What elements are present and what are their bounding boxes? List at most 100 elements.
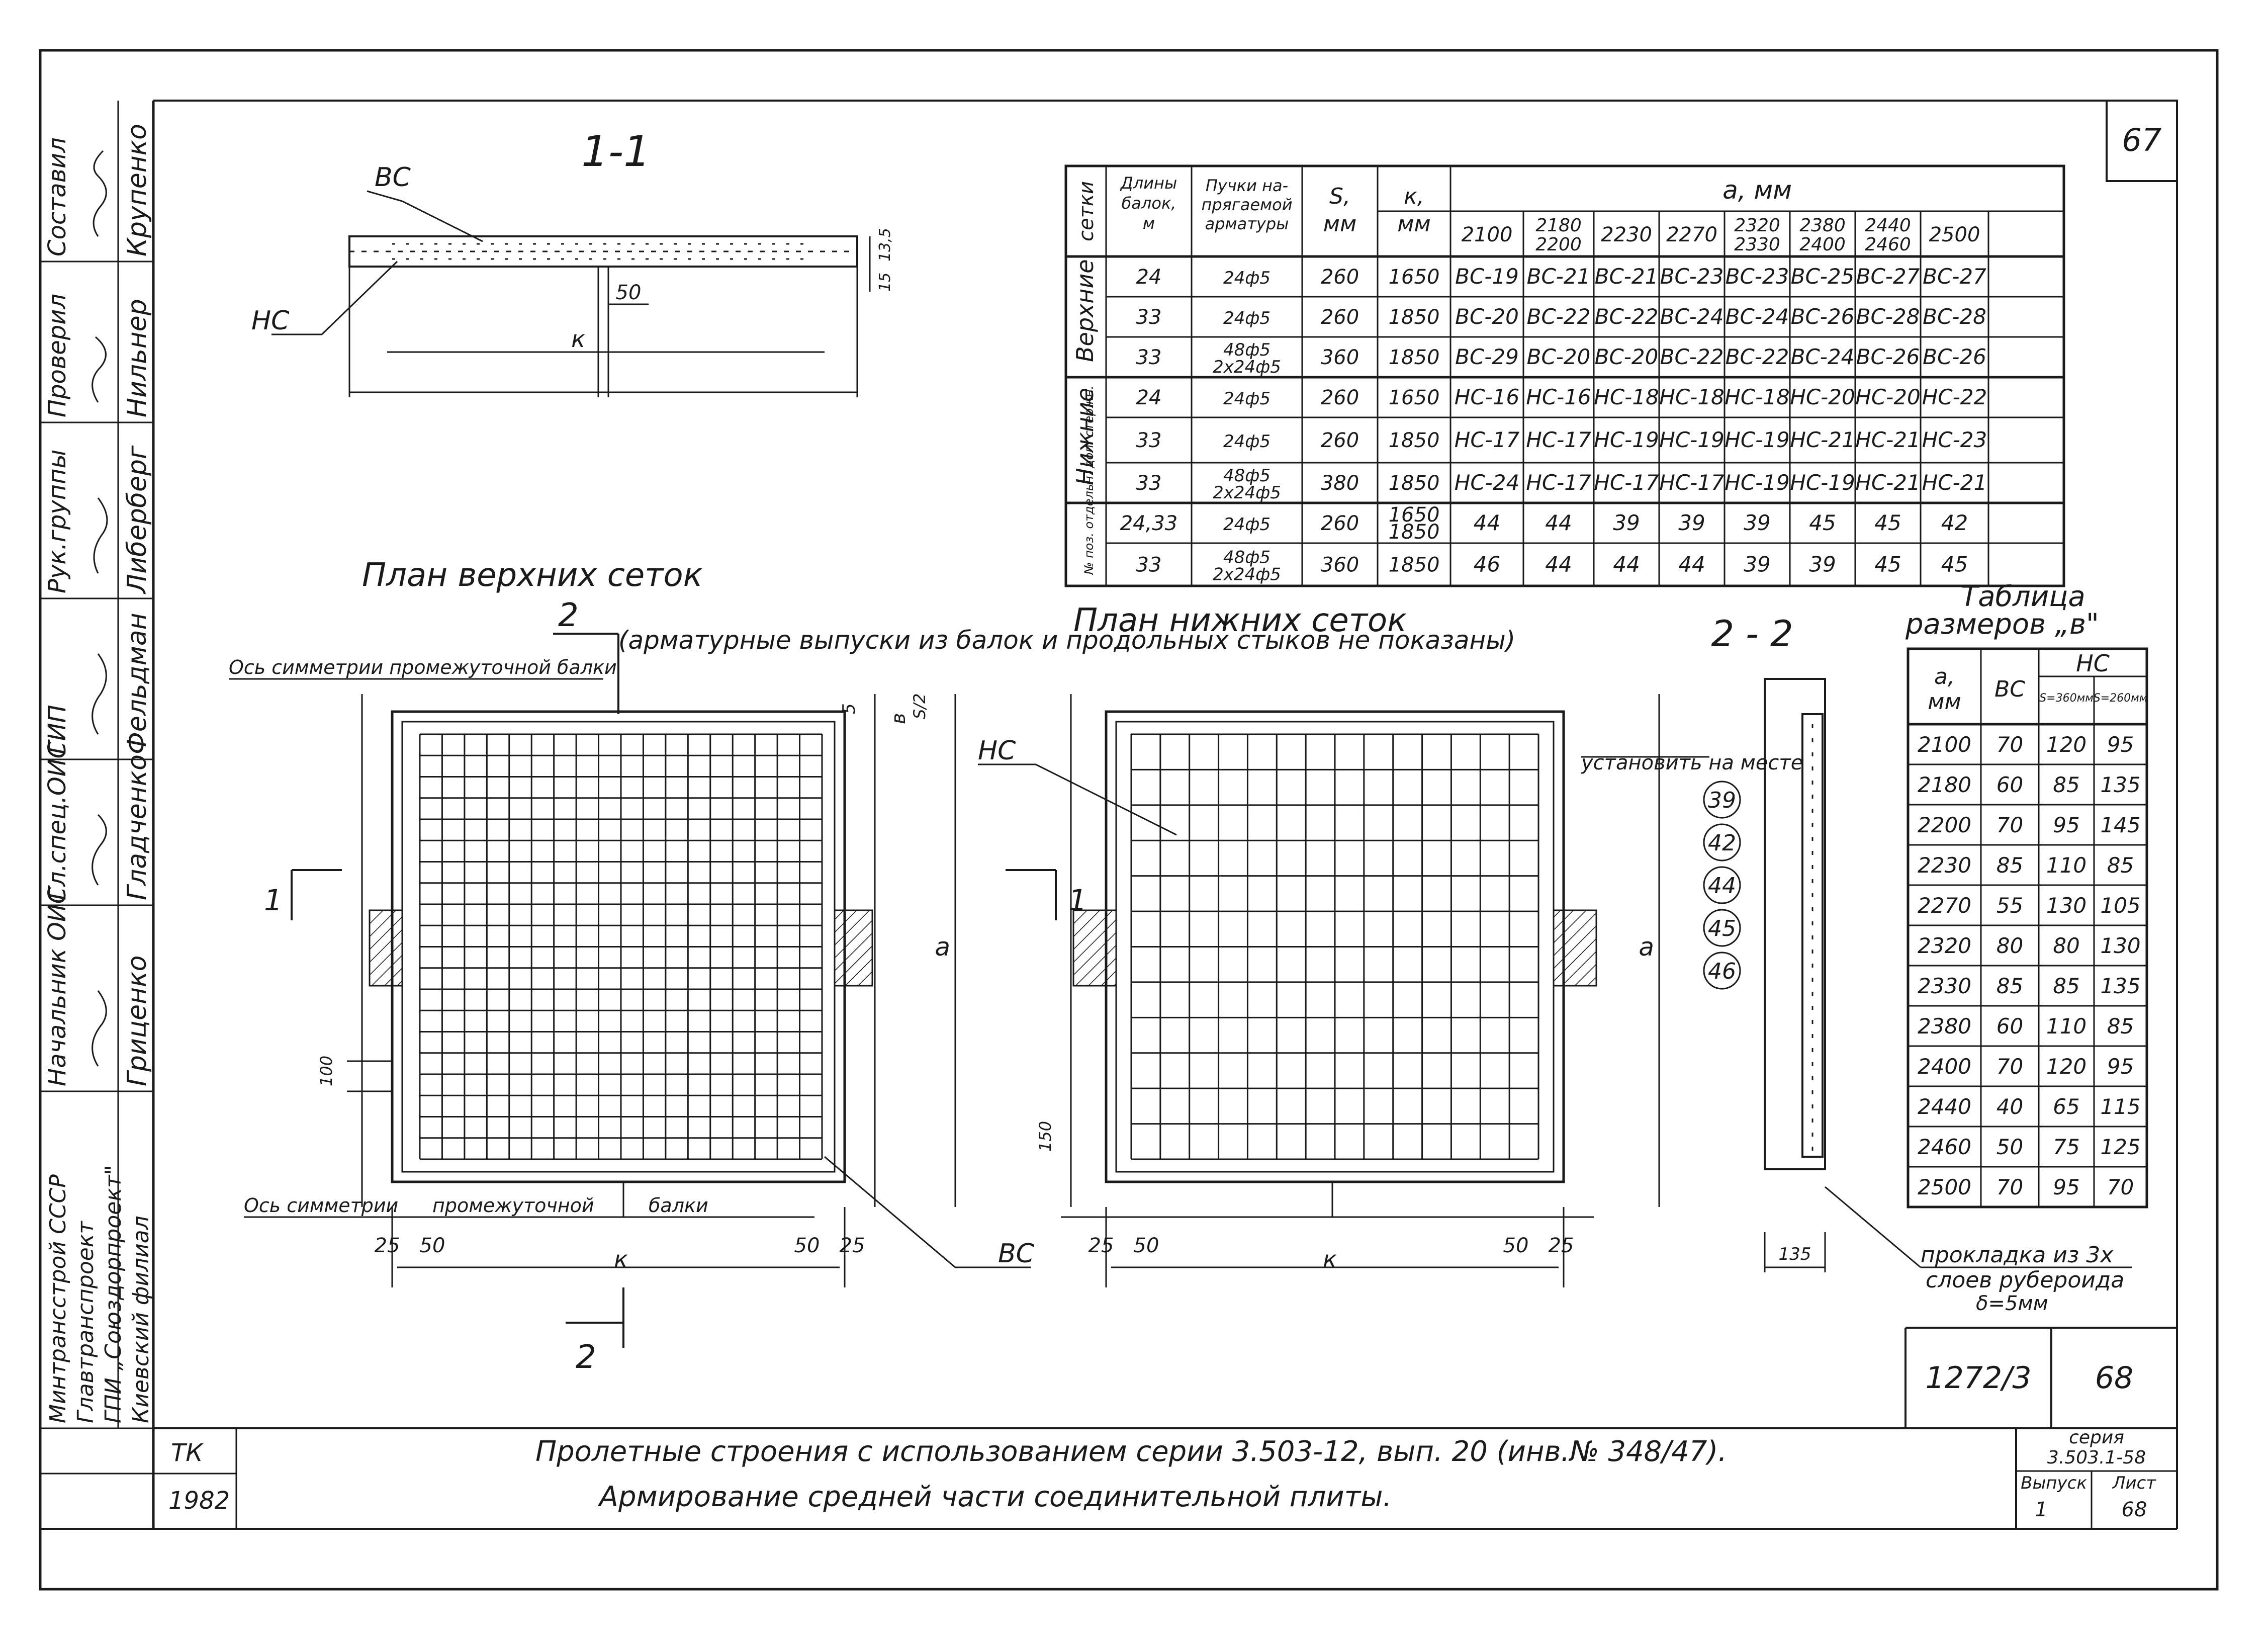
plan-upper-dim-s2: S/2 <box>910 694 929 719</box>
mt-cell: ВС-21 <box>1595 264 1659 289</box>
bt-cell: 2440 <box>1918 1094 1971 1119</box>
page-number-box <box>2106 100 2178 182</box>
bt-cell: 60 <box>1997 1014 2023 1039</box>
plan-upper-axis-bottom-3: балки <box>649 1194 708 1217</box>
mt-a-col: 2320 <box>1734 215 1780 236</box>
mt-cell: 44 <box>1678 552 1705 577</box>
plan-upper-bdim-50b: 50 <box>794 1234 820 1257</box>
bt-cell: 55 <box>1997 893 2023 918</box>
lower-hatch-right <box>1553 909 1597 987</box>
mt-cell: 24,33 <box>1120 512 1178 535</box>
mt-h-a: a, мм <box>1722 176 1792 205</box>
mt-cell: НС-20 <box>1790 385 1855 409</box>
stamp-name-6: Гриценко <box>122 956 152 1086</box>
mt-h-s: S, <box>1329 184 1350 209</box>
outer-frame <box>39 49 2219 1591</box>
mt-group-label: Нижние <box>1071 388 1099 485</box>
plan-upper-bdim-25b: 25 <box>840 1234 865 1257</box>
plan-upper-dim-a: a <box>935 932 950 962</box>
mt-cell: 42 <box>1941 510 1968 535</box>
b-table-title-1: Таблица <box>1961 580 2085 613</box>
b-table-title-2: размеров „в" <box>1905 608 2099 641</box>
bt-cell: 70 <box>1997 1054 2023 1079</box>
position-circle-label: 46 <box>1708 959 1736 984</box>
plan-lower-install-note: установить на месте <box>1581 751 1803 774</box>
plan-upper-dim-5: 5 <box>839 703 859 714</box>
stamp-role-3: Рук.группы <box>43 450 71 593</box>
plan-upper-bdim-50a: 50 <box>420 1234 445 1257</box>
mt-cell: 2х24ф5 <box>1213 565 1281 585</box>
mt-cell: ВС-29 <box>1455 344 1519 369</box>
mt-cell: НС-24 <box>1455 470 1520 495</box>
title-block: Пролетные строения с использованием сери… <box>535 1327 2177 1529</box>
mt-a-col: 2200 <box>1535 234 1582 255</box>
mt-cell: ВС-22 <box>1726 344 1789 369</box>
mt-cell: ВС-26 <box>1856 344 1920 369</box>
doc-number: 1272/3 <box>1925 1360 2031 1396</box>
stamp-name-1: Крупенко <box>122 124 152 256</box>
mt-h-bundles: прягаемой <box>1201 195 1292 214</box>
bt-cell: 65 <box>2053 1094 2079 1119</box>
position-circle-label: 45 <box>1708 916 1736 941</box>
bt-cell: 95 <box>2053 813 2079 837</box>
mt-cell: 380 <box>1321 472 1359 495</box>
position-circle-label: 42 <box>1708 830 1736 856</box>
vyp-label: Выпуск <box>2021 1473 2087 1493</box>
bt-cell: 80 <box>2053 933 2079 958</box>
bt-cell: 115 <box>2100 1094 2140 1119</box>
mt-cell: НС-17 <box>1594 470 1659 495</box>
page-number-top: 67 <box>2122 122 2162 158</box>
mt-cell: 48ф5 <box>1223 466 1271 486</box>
mt-cell: 2х24ф5 <box>1213 483 1281 503</box>
mt-cell: 44 <box>1545 510 1572 535</box>
mt-h-k: мм <box>1397 211 1430 237</box>
mt-h-len: Длины <box>1120 174 1177 193</box>
bt-h-s2: S=260мм <box>2094 692 2148 705</box>
mt-cell: НС-23 <box>1922 427 1987 452</box>
list-value: 68 <box>2122 1498 2147 1521</box>
mt-cell: 1850 <box>1389 554 1440 577</box>
mt-cell: НС-20 <box>1855 385 1921 409</box>
mt-cell: ВС-20 <box>1527 344 1591 369</box>
title-line-1: Пролетные строения с использованием сери… <box>535 1435 1727 1468</box>
s22-note-2: слоев рубероида <box>1926 1267 2124 1293</box>
bt-cell: 95 <box>2107 732 2134 757</box>
plan-lower: План нижних сеток 1 a 150 НС установить … <box>978 602 1803 1287</box>
signature-3 <box>93 497 108 574</box>
stamp-name-4: Фельдман <box>122 613 152 754</box>
vyp-value: 1 <box>2035 1498 2047 1521</box>
mt-cell: НС-21 <box>1790 427 1855 452</box>
bt-cell: 125 <box>2100 1135 2140 1159</box>
bt-h-a: мм <box>1928 689 1961 715</box>
mt-cell: 24ф5 <box>1223 389 1271 409</box>
bt-cell: 95 <box>2107 1054 2134 1079</box>
plan-lower-dim-a: a <box>1639 932 1654 962</box>
bt-cell: 85 <box>2053 772 2079 797</box>
mt-cell: 48ф5 <box>1223 548 1271 568</box>
mt-cell: ВС-22 <box>1660 344 1724 369</box>
signature-2 <box>92 336 107 403</box>
mt-h-s: мм <box>1323 211 1356 237</box>
stamp-year: 1982 <box>168 1487 230 1515</box>
mt-cell: 1850 <box>1389 472 1440 495</box>
s11-dim-15: 15 <box>876 273 894 292</box>
mt-cell: 45 <box>1809 510 1836 535</box>
mt-cell: 44 <box>1545 552 1572 577</box>
mt-a-col: 2460 <box>1865 234 1911 255</box>
mt-cell: 260 <box>1321 512 1359 535</box>
mt-cell: 1850 <box>1389 521 1440 544</box>
mt-cell: 260 <box>1321 306 1359 329</box>
mt-cell: ВС-22 <box>1595 304 1659 329</box>
bt-cell: 85 <box>2053 974 2079 998</box>
mt-cell: 24 <box>1136 266 1162 289</box>
plan-upper-dim-100: 100 <box>317 1056 336 1086</box>
sheet-number: 68 <box>2095 1360 2133 1396</box>
bt-cell: 2380 <box>1918 1014 1971 1039</box>
upper-hatch-right <box>834 909 873 987</box>
mt-cell: 360 <box>1321 554 1359 577</box>
mt-cell: 33 <box>1136 472 1162 495</box>
bt-cell: 2320 <box>1918 933 1971 958</box>
